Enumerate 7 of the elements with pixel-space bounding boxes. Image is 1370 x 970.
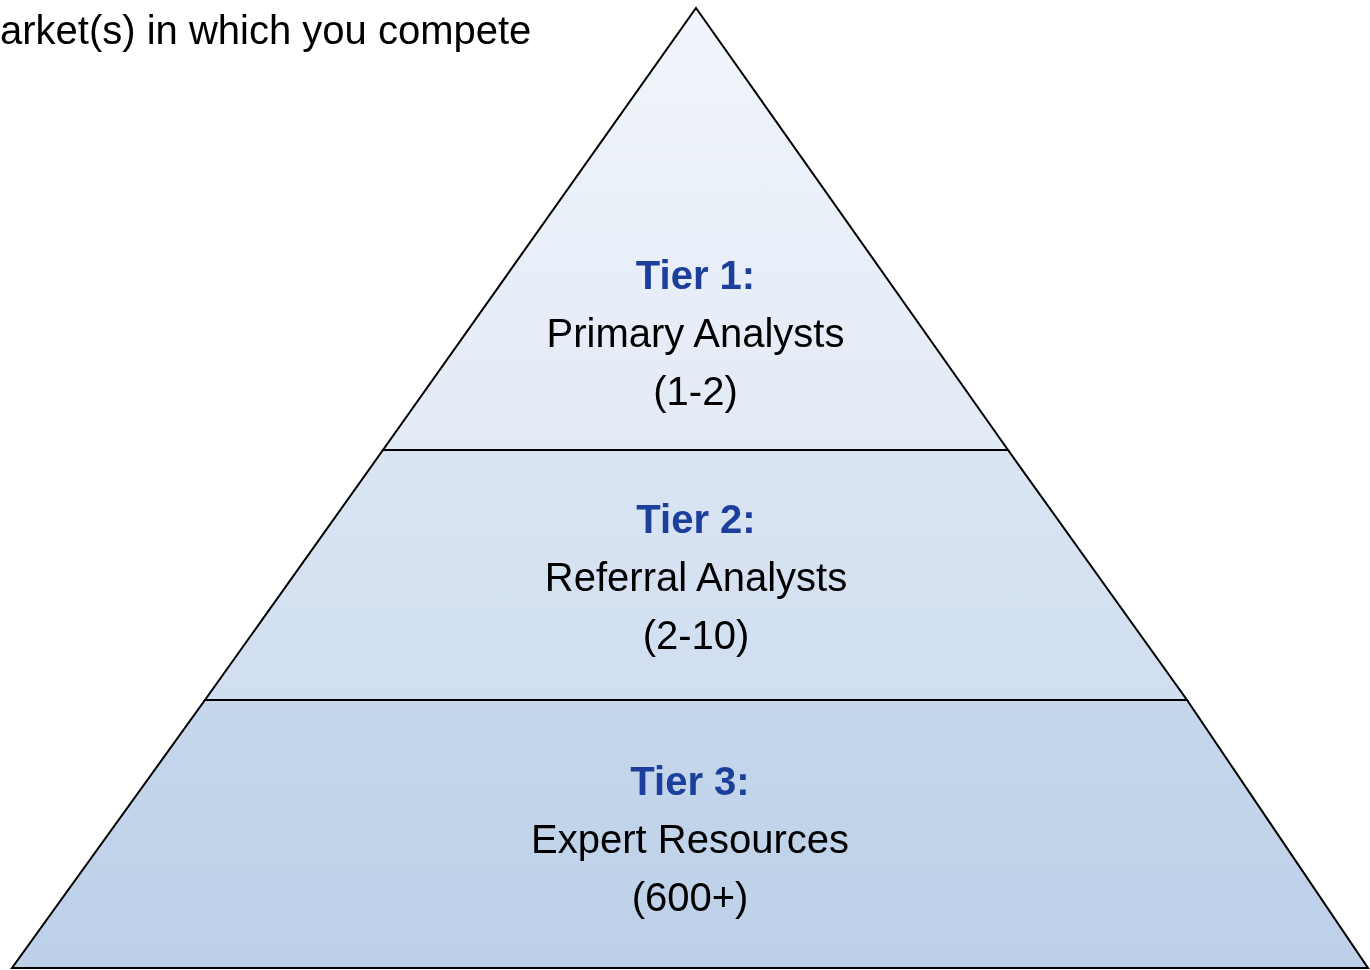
tier-description: Expert Resources (600+) <box>530 816 850 921</box>
tier-description: Referral Analysts (2-10) <box>543 554 849 659</box>
note-text: arket(s) in which you compete <box>0 7 532 54</box>
tier-heading: Tier 3: <box>630 758 750 805</box>
tier-heading: Tier 2: <box>636 496 756 543</box>
tier-heading: Tier 1: <box>635 252 756 299</box>
tier-description: Primary Analysts (1-2) <box>545 310 846 415</box>
